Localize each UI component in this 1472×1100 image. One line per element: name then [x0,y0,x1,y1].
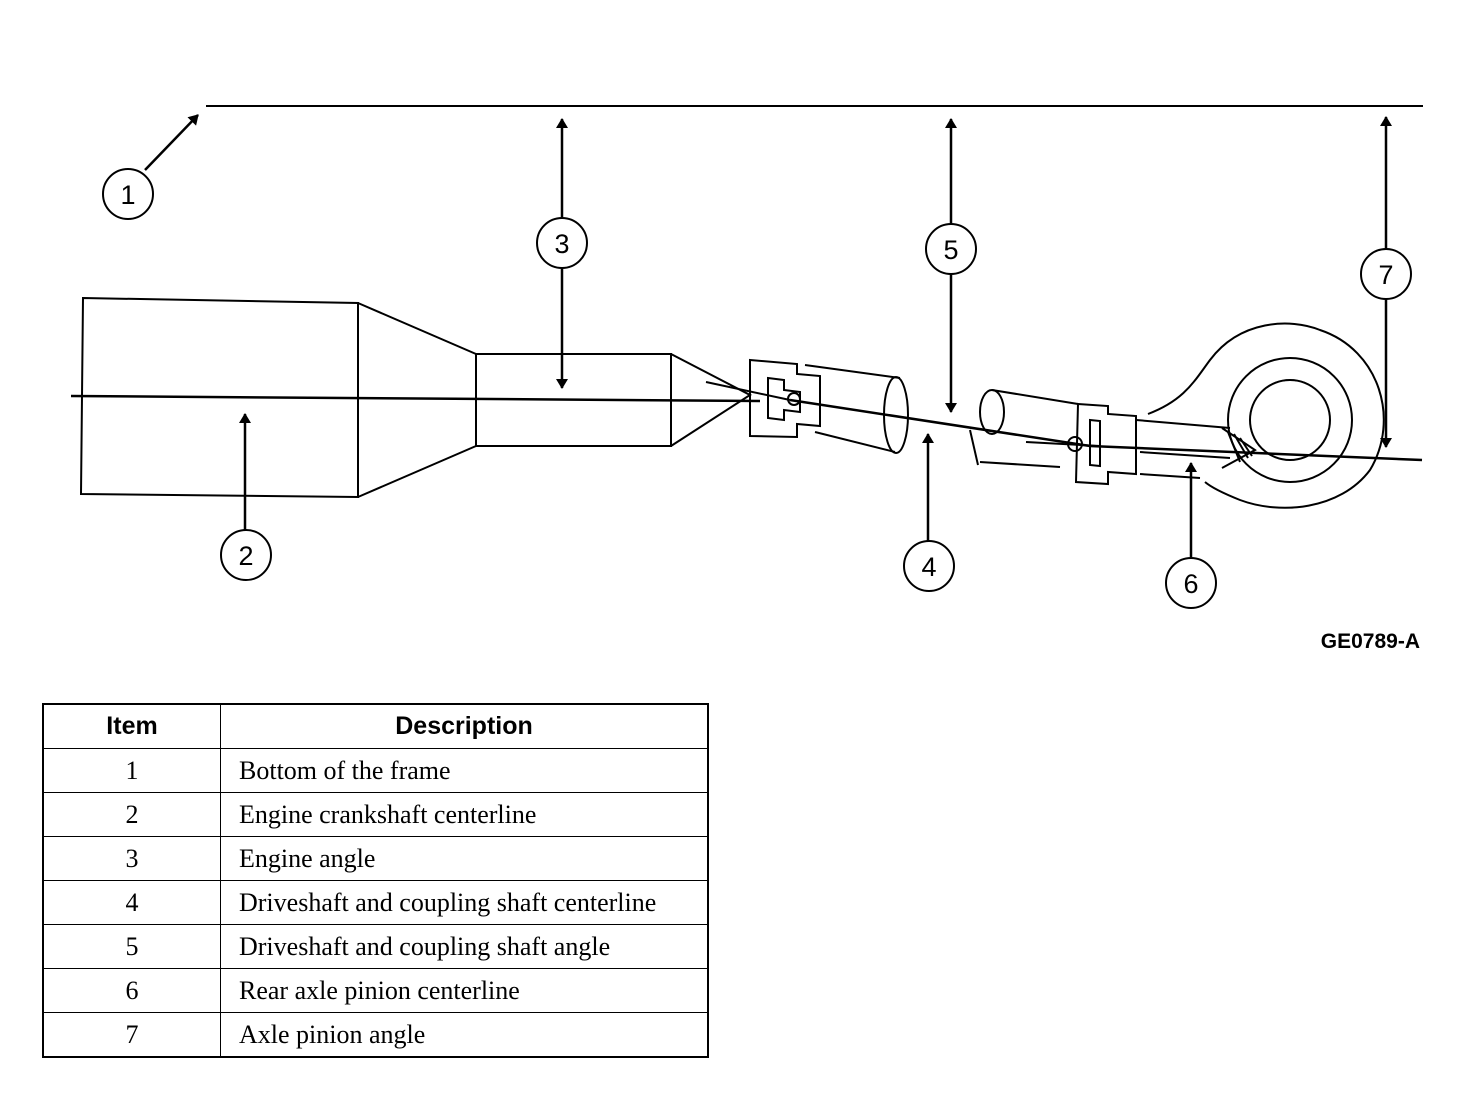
rear-axle-housing [1147,322,1385,509]
callout-1-label: 1 [120,180,135,210]
callout-6: 6 [1165,557,1217,609]
table-row: 7 Axle pinion angle [42,1012,709,1058]
rear-driveshaft [969,389,1079,468]
arrow-1 [144,114,199,171]
front-u-joint [749,358,821,439]
callout-3-label: 3 [554,229,569,259]
figure-id: GE0789-A [1321,630,1420,653]
callout-3: 3 [536,217,588,269]
row-description: Engine crankshaft centerline [220,792,709,837]
callout-6-label: 6 [1183,569,1198,599]
callout-7-label: 7 [1378,260,1393,290]
callout-4-label: 4 [921,552,936,582]
header-description: Description [220,703,709,749]
row-description: Engine angle [220,836,709,881]
rear-u-joint [1025,402,1137,486]
callout-7: 7 [1360,248,1412,300]
row-description: Driveshaft and coupling shaft centerline [220,880,709,925]
legend-header-row: Item Description [42,703,709,749]
row-description: Bottom of the frame [220,748,709,793]
row-item: 5 [42,924,221,969]
row-item: 6 [42,968,221,1013]
header-item: Item [42,703,221,749]
row-item: 3 [42,836,221,881]
row-item: 1 [42,748,221,793]
row-item: 7 [42,1012,221,1058]
callout-2-label: 2 [238,541,253,571]
callout-5-label: 5 [943,235,958,265]
table-row: 4 Driveshaft and coupling shaft centerli… [42,880,709,925]
pinion-centerline [1089,444,1423,462]
table-row: 2 Engine crankshaft centerline [42,792,709,837]
row-item: 4 [42,880,221,925]
leader-arrows [144,114,1392,558]
callout-5: 5 [925,223,977,275]
table-row: 1 Bottom of the frame [42,748,709,793]
legend-table: Item Description 1 Bottom of the frame 2… [42,703,709,1058]
row-item: 2 [42,792,221,837]
table-row: 6 Rear axle pinion centerline [42,968,709,1013]
crankshaft-centerline [70,394,761,403]
callout-2: 2 [220,529,272,581]
row-description: Driveshaft and coupling shaft angle [220,924,709,969]
row-description: Rear axle pinion centerline [220,968,709,1013]
callout-4: 4 [903,540,955,592]
table-row: 3 Engine angle [42,836,709,881]
table-row: 5 Driveshaft and coupling shaft angle [42,924,709,969]
driveshaft-centerline [789,398,1091,448]
row-description: Axle pinion angle [220,1012,709,1058]
callout-1: 1 [102,168,154,220]
transmission-output-line [705,381,791,401]
